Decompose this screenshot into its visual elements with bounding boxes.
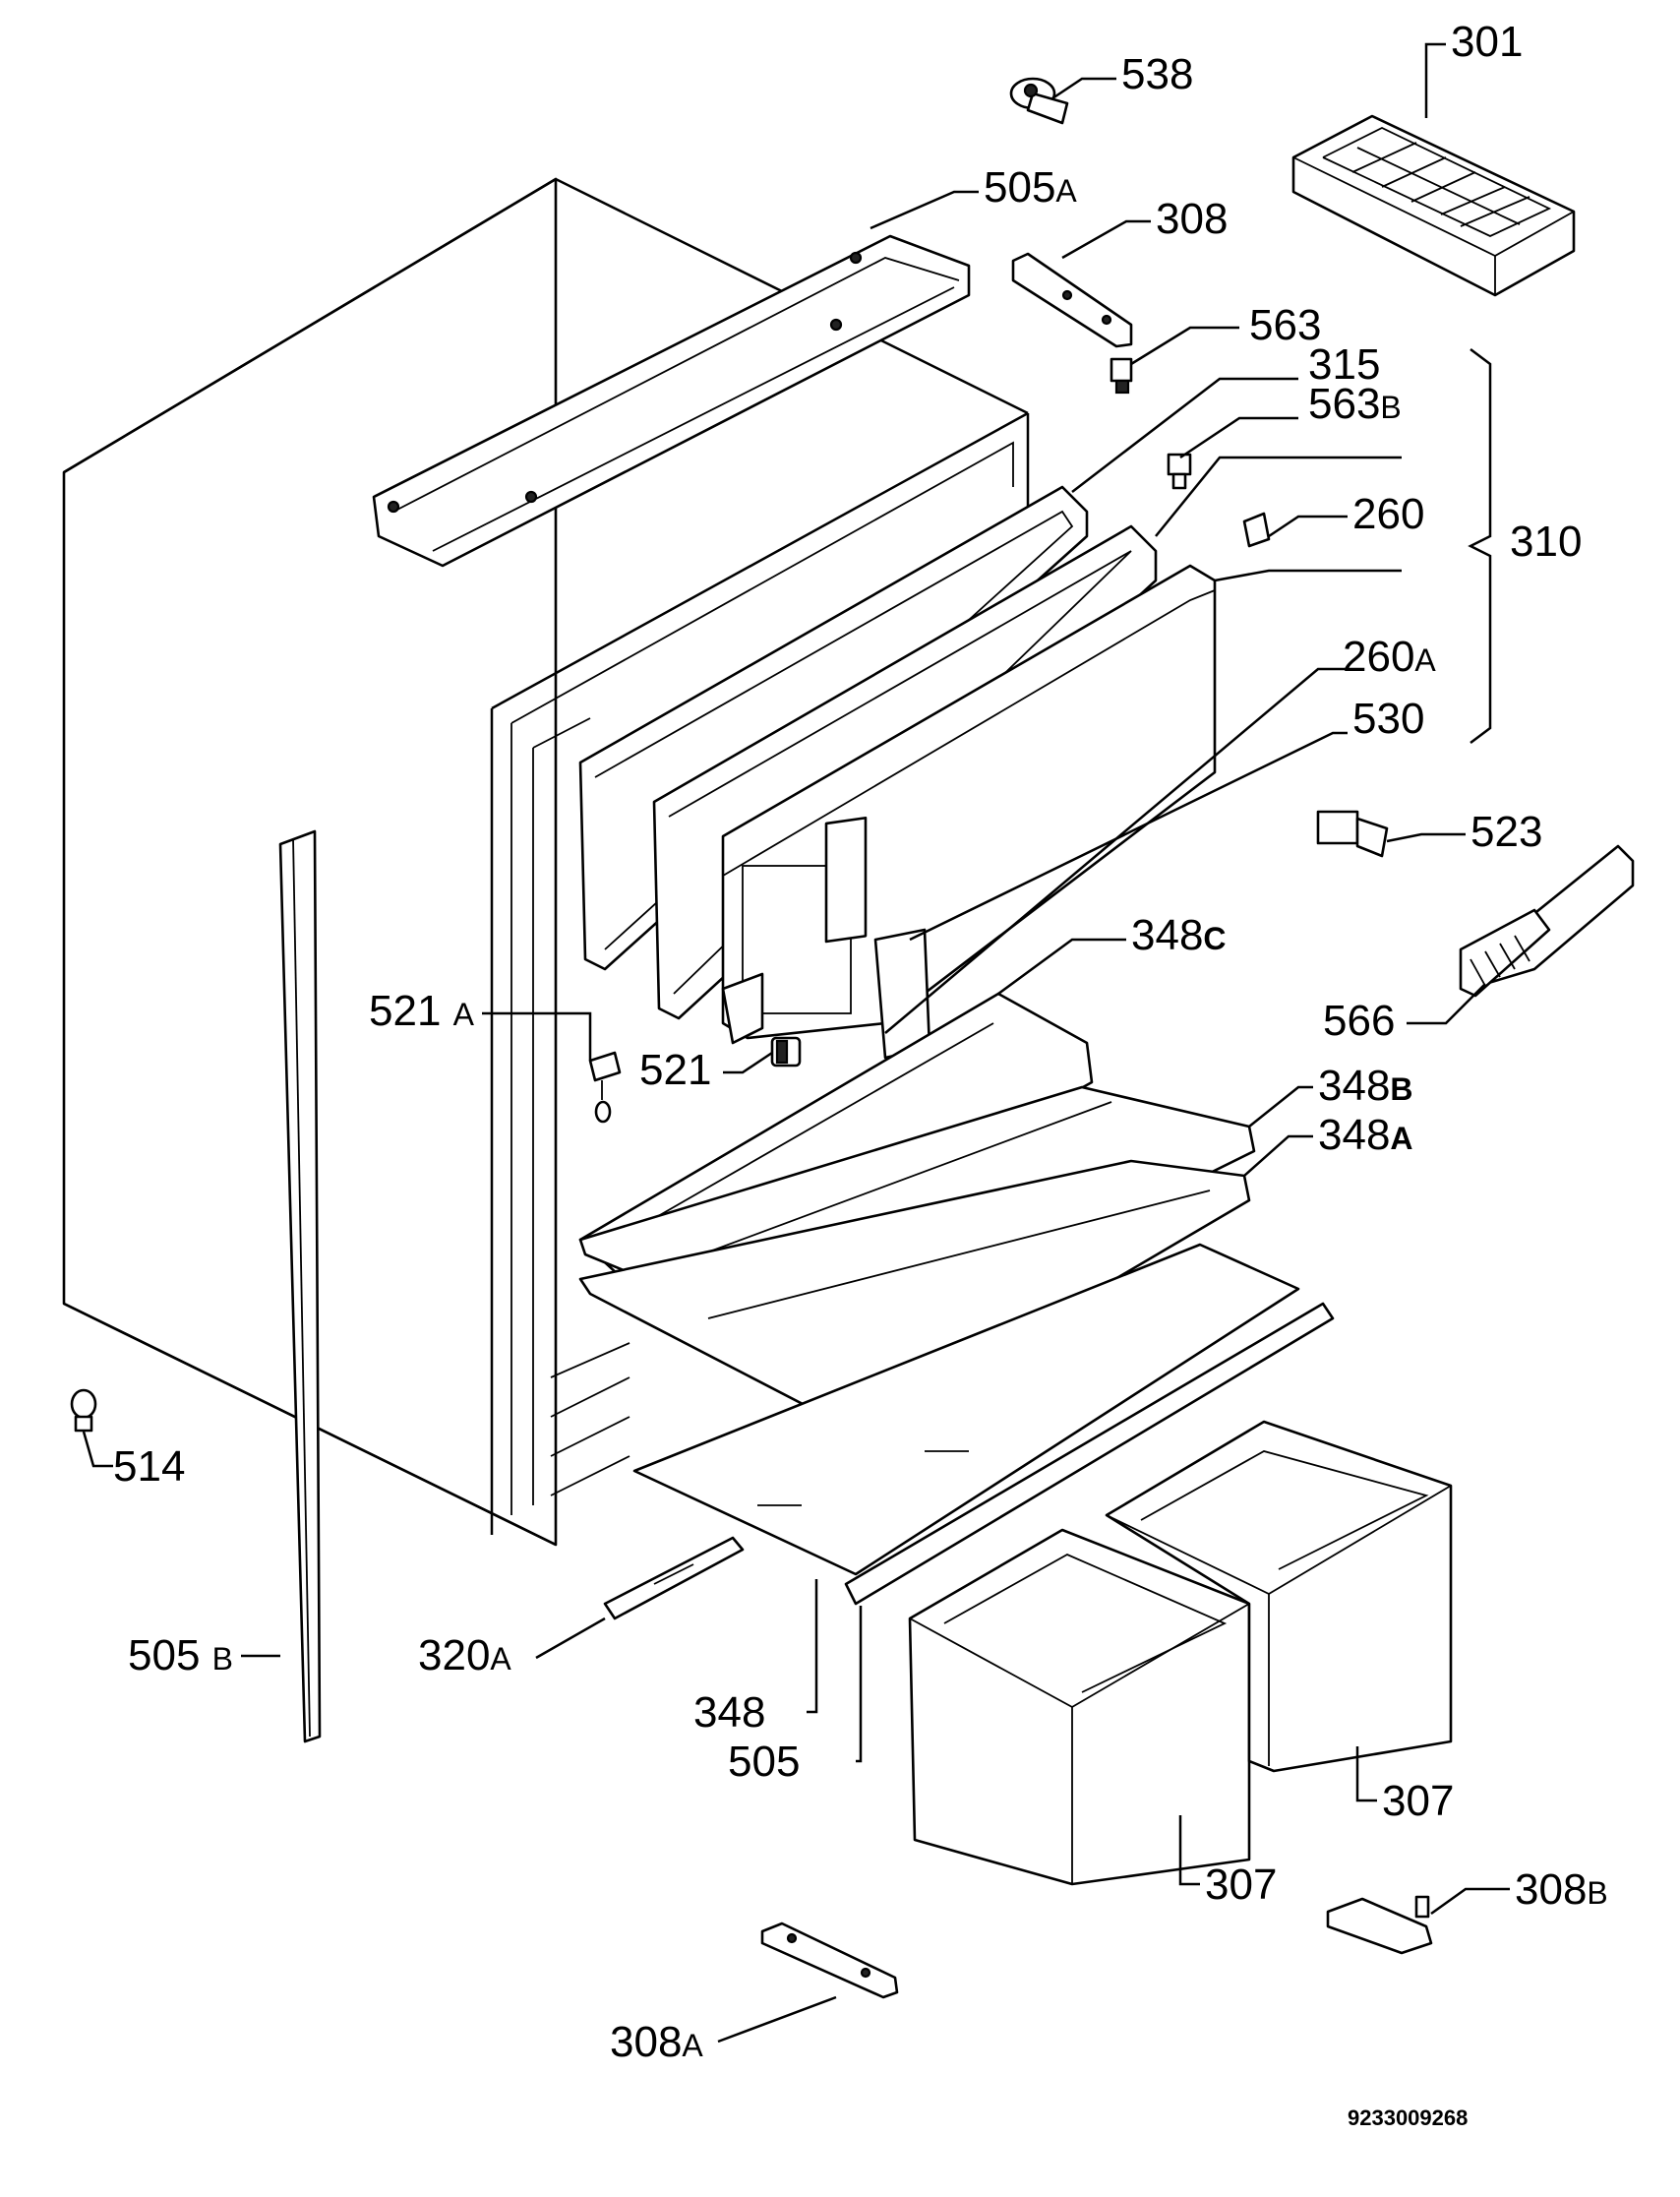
label-307-front: 307 (1205, 1861, 1277, 1909)
pin-563b (1167, 453, 1192, 490)
label-308b: 308B (1515, 1865, 1608, 1914)
catch-521a (588, 1051, 622, 1124)
clip-260 (1242, 512, 1271, 548)
label-348b: 348B (1318, 1062, 1413, 1110)
label-505b: 505 B (128, 1631, 233, 1679)
label-563b: 563B (1308, 380, 1402, 428)
label-563: 563 (1249, 301, 1321, 349)
label-530: 530 (1352, 695, 1424, 743)
label-505a: 505A (984, 163, 1077, 212)
label-348: 348 (693, 1688, 765, 1737)
label-310: 310 (1510, 518, 1582, 566)
label-566: 566 (1323, 997, 1395, 1045)
label-348c: 348C (1131, 911, 1227, 959)
door-seal-505b (278, 829, 322, 1743)
scraper-566 (1459, 844, 1635, 998)
rail-505 (844, 1302, 1335, 1606)
label-514: 514 (113, 1442, 185, 1491)
catch-521 (770, 1036, 802, 1068)
ice-tray-301 (1291, 114, 1576, 297)
callout-labels: 538 301 505A 308 563 315 563B 260 310 26… (113, 18, 1608, 2130)
leader-lines (82, 42, 1510, 2044)
label-320a: 320A (418, 1631, 511, 1679)
label-521: 521 (639, 1046, 711, 1094)
label-348a: 348A (1318, 1111, 1413, 1159)
pin-563 (1110, 357, 1133, 395)
label-505: 505 (728, 1738, 800, 1786)
label-307-back: 307 (1382, 1777, 1454, 1825)
label-308a: 308A (610, 2018, 703, 2066)
label-538: 538 (1121, 50, 1193, 98)
label-523: 523 (1470, 808, 1542, 856)
label-301: 301 (1451, 18, 1523, 66)
label-260: 260 (1352, 490, 1424, 538)
hinge-308a (760, 1922, 899, 1999)
hinge-308 (1011, 252, 1133, 348)
label-308: 308 (1156, 195, 1228, 243)
bracket-320a (603, 1536, 745, 1620)
hinge-308b (1326, 1895, 1433, 1955)
drawing-number: 9233009268 (1348, 2105, 1468, 2130)
label-260a: 260A (1343, 633, 1436, 681)
top-rail-505a (372, 234, 971, 568)
drawer-307-front (908, 1528, 1251, 1886)
shelf-348a (578, 1159, 1251, 1434)
glass-shelf-348 (632, 1243, 1300, 1576)
plug-523 (1316, 810, 1389, 858)
label-315: 315 (1308, 340, 1380, 389)
drawer-307-back (1105, 1420, 1453, 1773)
bracket-538 (1009, 77, 1069, 125)
label-521a: 521 A (369, 987, 475, 1035)
latch-260a (824, 817, 931, 1060)
screw-514 (70, 1388, 97, 1433)
